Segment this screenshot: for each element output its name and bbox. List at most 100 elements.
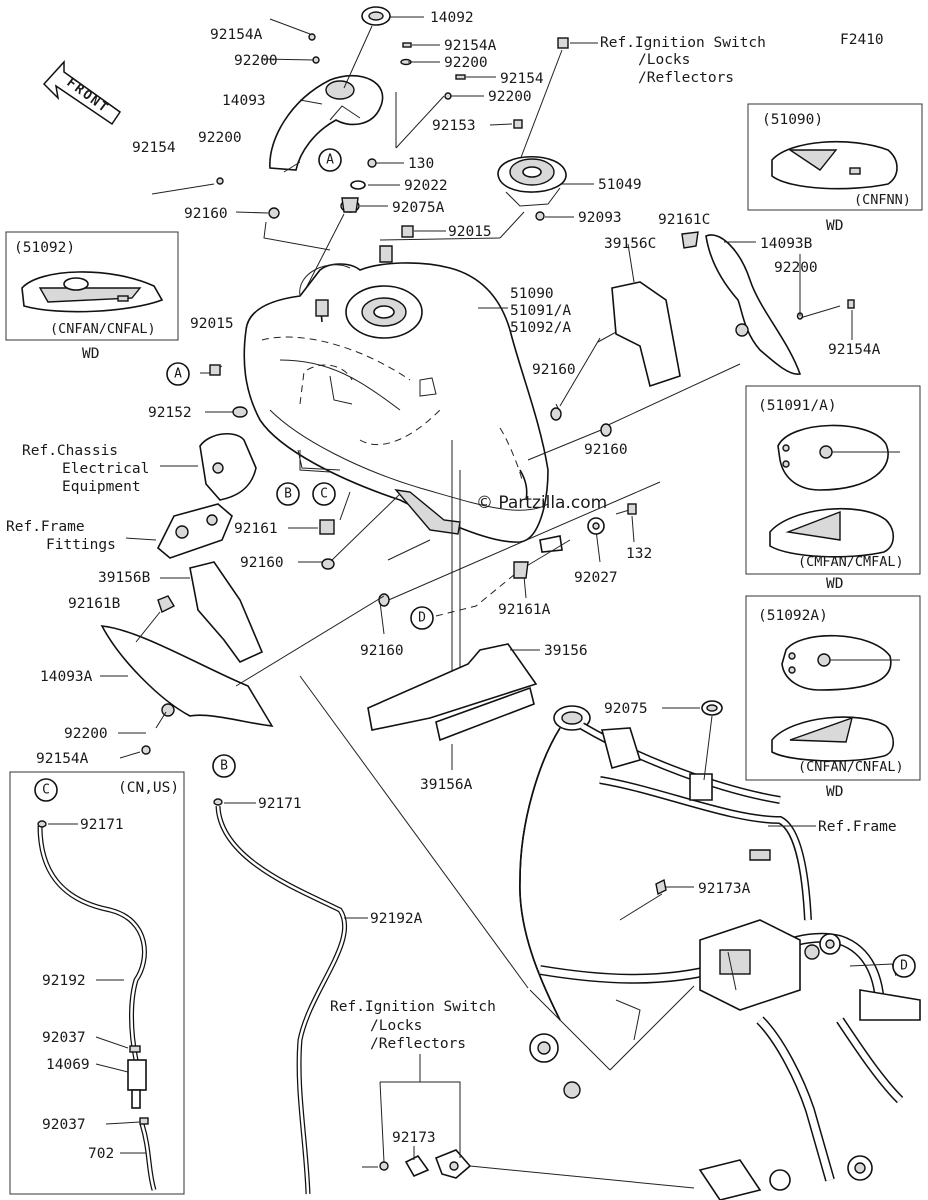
- label-39156A: 39156A: [420, 777, 473, 793]
- inset-51092A-variant: (CNFAN/CNFAL): [798, 759, 904, 775]
- inset-51092A-code: (51092A): [758, 608, 828, 624]
- ref-chassis-2: Electrical: [62, 461, 149, 477]
- ref-frame-fittings-1: Ref.Frame: [6, 519, 85, 535]
- part-number-labels: 14092 92154A 92154A 92200 92200 92154 14…: [36, 10, 881, 1162]
- reference-labels: Ref.Ignition Switch /Locks /Reflectors R…: [6, 35, 897, 1052]
- inset-51092-note: WD: [82, 346, 99, 362]
- callout-B-hose-label: B: [220, 759, 228, 774]
- inset-51091A-note: WD: [826, 576, 843, 592]
- callout-D-frame-label: D: [900, 959, 908, 974]
- ref-chassis-3: Equipment: [62, 479, 141, 495]
- inset-51092-variant: (CNFAN/CNFAL): [50, 321, 156, 337]
- label-92027: 92027: [574, 570, 618, 586]
- callout-C-hose: C: [34, 778, 58, 802]
- label-92154A-mid: 92154A: [444, 38, 497, 54]
- tank-leader-lines: [200, 161, 741, 635]
- label-92200-low: 92200: [64, 726, 108, 742]
- label-92154A-right: 92154A: [828, 342, 881, 358]
- side-cover-14093A: [100, 595, 529, 989]
- ref-frame-fittings-2: Fittings: [46, 537, 116, 553]
- label-92171-b: 92171: [258, 796, 302, 812]
- ref-ignition-top-3: /Reflectors: [638, 70, 734, 86]
- label-39156: 39156: [544, 643, 588, 659]
- front-direction-arrow: FRONT: [42, 60, 122, 126]
- inset-51092-code: (51092): [14, 240, 75, 256]
- callout-B-hose: B: [212, 754, 236, 778]
- label-14093: 14093: [222, 93, 266, 109]
- inset-51090-box: [747, 103, 923, 211]
- callout-B-tank-label: B: [284, 487, 292, 502]
- ref-ignition-bottom-2: /Locks: [370, 1018, 422, 1034]
- label-92015-top: 92015: [448, 224, 492, 240]
- label-92161C: 92161C: [658, 212, 710, 228]
- inset-51092A-note: WD: [826, 784, 843, 800]
- label-92192A: 92192A: [370, 911, 423, 927]
- hose-box-cn-us: [9, 771, 185, 1195]
- callout-circles: A A B C D B C D: [34, 148, 916, 978]
- label-92015-left: 92015: [190, 316, 234, 332]
- ref-ignition-bottom-1: Ref.Ignition Switch: [330, 999, 496, 1015]
- inset-51091A-code: (51091/A): [758, 398, 837, 414]
- label-92154A-top: 92154A: [210, 27, 263, 43]
- figure-code: F2410: [840, 32, 884, 48]
- label-92200-c: 92200: [488, 89, 532, 105]
- hose-92192A: [213, 798, 368, 1195]
- part-14093-fuel-cap-cover: [269, 25, 384, 171]
- inset-51091A-box: [745, 385, 921, 575]
- ref-ignition-top-1: Ref.Ignition Switch: [600, 35, 766, 51]
- label-92161B: 92161B: [68, 596, 121, 612]
- label-92173: 92173: [392, 1130, 436, 1146]
- label-92037-b: 92037: [42, 1117, 86, 1133]
- pad-39156: [367, 643, 540, 731]
- label-92022: 92022: [404, 178, 448, 194]
- label-51091A: 51091/A: [510, 303, 571, 319]
- label-51090: 51090: [510, 286, 554, 302]
- label-92160-mid: 92160: [532, 362, 576, 378]
- part-14092-cap: [361, 6, 424, 26]
- inset-51090-note: WD: [826, 218, 843, 234]
- label-51092A: 51092/A: [510, 320, 571, 336]
- fuel-tank-51090: [243, 245, 563, 700]
- label-92154-top: 92154: [500, 71, 544, 87]
- pad-39156B: [160, 561, 264, 663]
- label-92161A: 92161A: [498, 602, 551, 618]
- part-51049-filler-cap-assembly: [497, 156, 567, 207]
- callout-D-frame: D: [892, 954, 916, 978]
- label-92160-top: 92160: [184, 206, 228, 222]
- label-39156C: 39156C: [604, 236, 656, 252]
- inset-labels: (51090) (CNFNN) WD (51092) (CNFAN/CNFAL)…: [14, 112, 911, 800]
- callout-C-tank-label: C: [320, 487, 328, 502]
- bracket-chassis-electrical: [160, 433, 257, 501]
- pad-39156C: [611, 243, 681, 388]
- inset-51090-code: (51090): [762, 112, 823, 128]
- tank-fastener-glyphs: [205, 364, 637, 607]
- ref-frame: Ref.Frame: [818, 819, 897, 835]
- bracket-frame-fittings: [125, 503, 233, 559]
- callout-D-tank-label: D: [418, 611, 426, 626]
- callout-A-left: A: [166, 362, 190, 386]
- label-92152: 92152: [148, 405, 192, 421]
- callout-A-top: A: [318, 148, 342, 172]
- label-14069: 14069: [46, 1057, 90, 1073]
- label-92075: 92075: [604, 701, 648, 717]
- label-92075A: 92075A: [392, 200, 445, 216]
- label-92192: 92192: [42, 973, 86, 989]
- label-92153: 92153: [432, 118, 476, 134]
- label-92093: 92093: [578, 210, 622, 226]
- label-92037-a: 92037: [42, 1030, 86, 1046]
- callout-B-tank: B: [276, 482, 300, 506]
- label-39156B: 39156B: [98, 570, 151, 586]
- leader-lines: [235, 18, 598, 241]
- motorcycle-frame: [519, 700, 921, 1200]
- label-14093A: 14093A: [40, 669, 93, 685]
- label-92171-c: 92171: [80, 817, 124, 833]
- ref-ignition-top-2: /Locks: [638, 52, 690, 68]
- ignition-switch-parts-bottom: [362, 1054, 695, 1189]
- label-14092: 14092: [430, 10, 474, 26]
- callout-C-tank: C: [312, 482, 336, 506]
- label-702: 702: [88, 1146, 114, 1162]
- label-92161: 92161: [234, 521, 278, 537]
- pad-39156A: [435, 686, 535, 770]
